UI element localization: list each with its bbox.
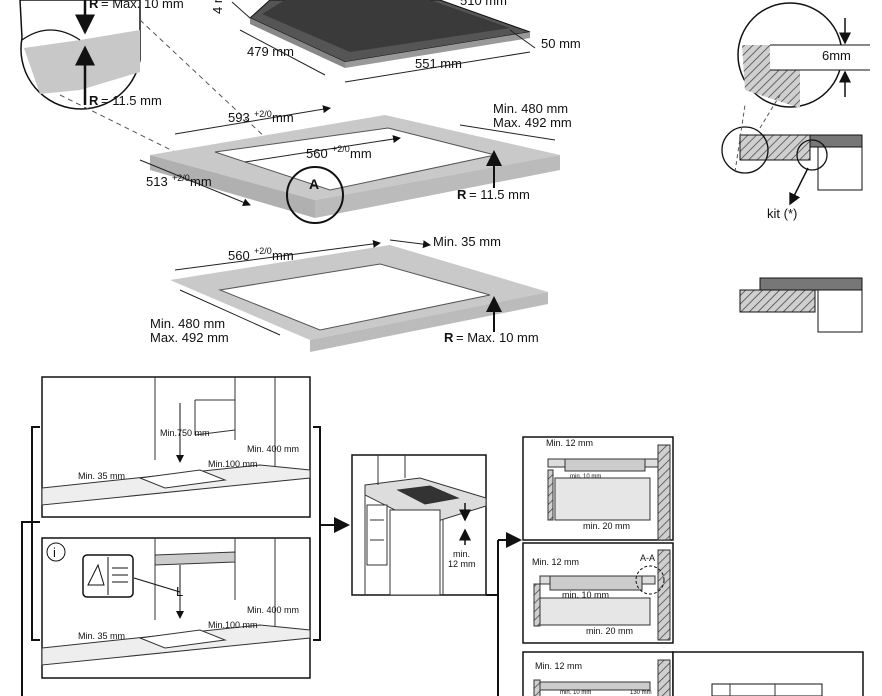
- r-11-label: = 11.5 mm: [101, 93, 162, 108]
- install-drawing-2: [533, 549, 671, 641]
- w560a-main: 560: [306, 146, 328, 161]
- p2-min12: Min. 12 mm: [532, 557, 579, 567]
- w560b-tol: +2/0: [254, 246, 272, 256]
- detail-a-circle: [286, 166, 344, 224]
- p2-min20: min. 20 mm: [586, 626, 633, 636]
- w593-main: 593: [228, 110, 250, 125]
- install-drawing-1: [547, 444, 671, 541]
- min35-b: Min. 35 mm: [433, 234, 501, 249]
- k2-min400: Min. 400 mm: [247, 605, 299, 615]
- w593-tol: +2/0: [254, 109, 272, 119]
- install-drawing-3: [533, 659, 823, 696]
- depth-a-min: Min. 480 mm: [493, 101, 568, 116]
- hob-plate: [249, 0, 531, 68]
- r-letter-b: R: [444, 330, 454, 345]
- depth-a-max: Max. 492 mm: [493, 115, 572, 130]
- dim-551: 551 mm: [415, 56, 462, 71]
- p3-130: 130 mm: [630, 690, 652, 696]
- k2-L: L: [176, 584, 183, 599]
- r-max10-label: = Max. 10 mm: [101, 0, 184, 11]
- p1-min20: min. 20 mm: [583, 521, 630, 531]
- kit-label: kit (*): [767, 206, 797, 221]
- info-label: i: [53, 545, 56, 560]
- p2-min10: min. 10 mm: [562, 590, 609, 600]
- d513-main: 513: [146, 174, 168, 189]
- w560a-unit: mm: [350, 146, 372, 161]
- dim-479: 479 mm: [247, 44, 294, 59]
- p3-min10: min. 10 mm: [560, 690, 591, 696]
- mid-12mm-label: 12 mm: [448, 559, 476, 569]
- corner-detail-circle: [19, 0, 141, 110]
- dim-50: 50 mm: [541, 36, 581, 51]
- radius-b: = Max. 10 mm: [456, 330, 539, 345]
- k2-min100: Min.100 mm: [208, 620, 258, 630]
- manual-book-icon: [82, 554, 134, 598]
- w593-unit: mm: [272, 110, 294, 125]
- p3-min12: Min. 12 mm: [535, 661, 582, 671]
- k1-min400: Min. 400 mm: [247, 444, 299, 454]
- w560b-unit: mm: [272, 248, 294, 263]
- worktop-cutout-a: [150, 115, 560, 218]
- k1-min35: Min. 35 mm: [78, 471, 125, 481]
- info-icon: [46, 542, 66, 562]
- depth-b-max: Max. 492 mm: [150, 330, 229, 345]
- kitchen-scene-2: [41, 538, 311, 666]
- w560b-main: 560: [228, 248, 250, 263]
- dim-6mm: 6mm: [822, 48, 851, 63]
- k1-min100: Min.100 mm: [208, 459, 258, 469]
- d513-unit: mm: [190, 174, 212, 189]
- r-letter-mid: R: [89, 93, 99, 108]
- depth-b-min: Min. 480 mm: [150, 316, 225, 331]
- height-label: 4 m: [210, 0, 225, 14]
- p1-min12: Min. 12 mm: [546, 438, 593, 448]
- dim-510: 510 mm: [460, 0, 507, 8]
- w560a-tol: +2/0: [332, 144, 350, 154]
- r-letter-top: R: [89, 0, 99, 11]
- edge-profile-1: [721, 126, 863, 191]
- edge-profile-2: [739, 277, 863, 333]
- install-panel-2: [522, 542, 674, 644]
- kitchen-scene-1: [41, 377, 311, 506]
- edge-detail-circle: [737, 0, 882, 108]
- p2-aa: A-A: [640, 553, 655, 563]
- radius-a: = 11.5 mm: [469, 187, 530, 202]
- marker-a: A: [309, 176, 319, 192]
- p1-min10: min. 10 mm: [570, 474, 601, 480]
- d513-tol: +2/0: [172, 173, 190, 183]
- countertop-scene: [364, 455, 487, 596]
- k1-min750: Min.750 mm: [160, 428, 210, 438]
- k2-min35: Min. 35 mm: [78, 631, 125, 641]
- r-letter-a: R: [457, 187, 467, 202]
- mid-min-label: min.: [453, 549, 470, 559]
